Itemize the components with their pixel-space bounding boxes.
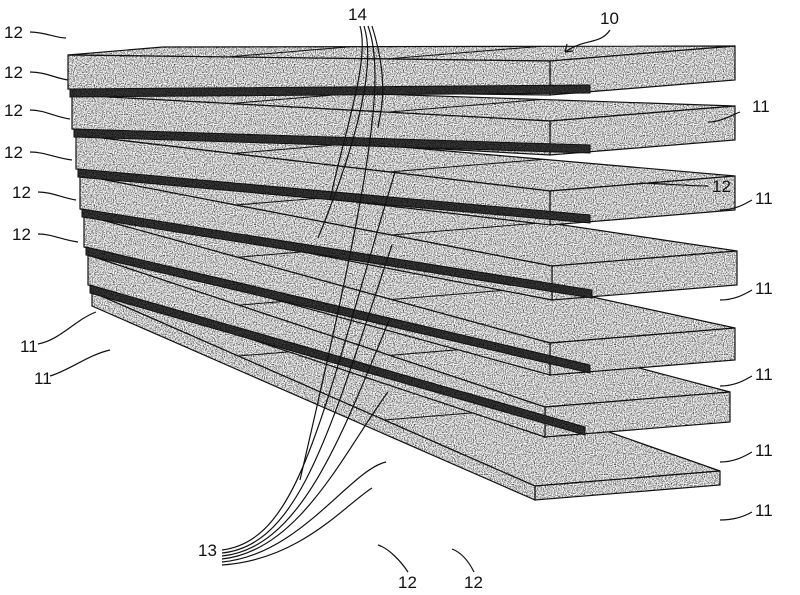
- label-12-d: 12: [4, 143, 23, 162]
- segment-joint: [388, 158, 544, 173]
- label-12-c: 12: [4, 101, 23, 120]
- spacer-strip: [89, 284, 586, 436]
- panel-side-face: [87, 254, 546, 438]
- leader-lines-13: [221, 171, 396, 566]
- segment-joint: [227, 46, 352, 58]
- label-11-right-e: 11: [755, 441, 773, 460]
- label-12-bottom-b: 12: [464, 573, 483, 592]
- spacer-strip: [81, 208, 593, 299]
- assembly-arrow: [564, 29, 611, 53]
- label-hooks: [29, 31, 753, 573]
- label-12-a: 12: [4, 23, 23, 42]
- segment-joint: [387, 99, 542, 113]
- label-12-right: 12: [712, 177, 731, 196]
- panel-side-face: [91, 291, 536, 501]
- label-10: 10: [600, 9, 619, 28]
- label-12-f: 12: [12, 225, 31, 244]
- label-11-right-b: 11: [755, 189, 773, 208]
- label-14: 14: [348, 5, 367, 24]
- label-11-left-b: 11: [34, 369, 52, 388]
- panel-stack: [67, 45, 738, 501]
- label-12-e: 12: [12, 183, 31, 202]
- label-13: 13: [198, 541, 217, 560]
- label-11-right-c: 11: [755, 279, 773, 298]
- label-11-left-a: 11: [20, 337, 38, 356]
- label-11-right-a: 11: [752, 97, 770, 116]
- panel-layer: [67, 45, 736, 98]
- label-11-right-f: 11: [755, 501, 773, 520]
- label-12-b: 12: [4, 63, 23, 82]
- leader-lines-14: [299, 25, 384, 481]
- label-11-right-d: 11: [755, 365, 773, 384]
- segment-joint: [386, 45, 541, 60]
- spacer-strip: [73, 128, 591, 154]
- segment-joint: [391, 221, 546, 236]
- spacer-strip: [69, 84, 591, 98]
- label-12-bottom-a: 12: [398, 573, 417, 592]
